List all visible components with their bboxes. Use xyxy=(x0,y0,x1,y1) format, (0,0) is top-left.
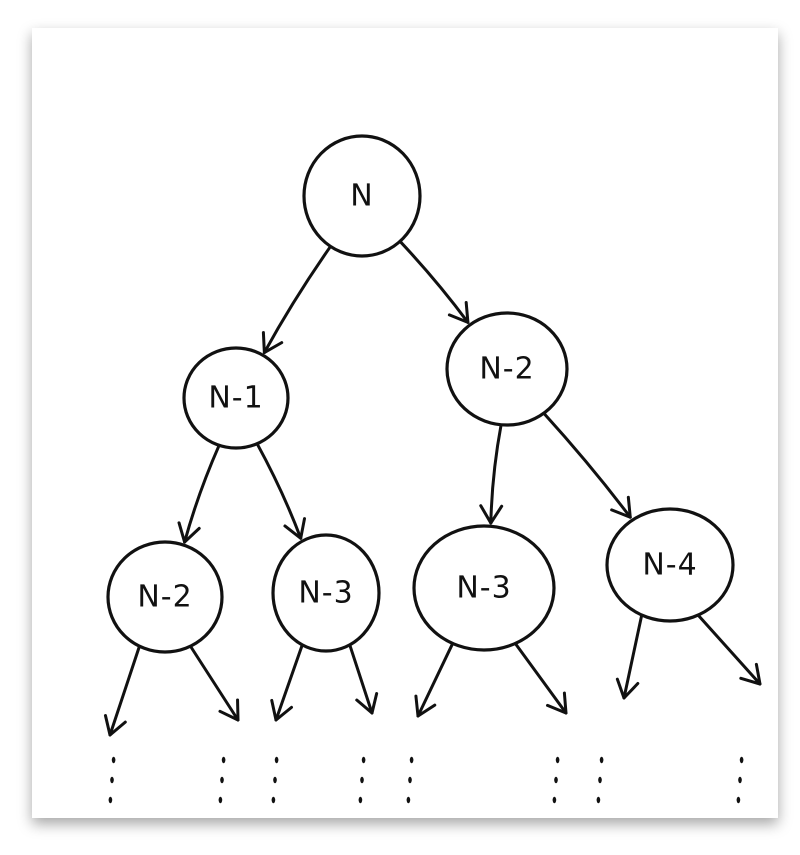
tree-node-n2: N-2 xyxy=(445,311,569,427)
tree-node-n1: N-1 xyxy=(182,346,290,450)
tree-node-n0: N xyxy=(302,134,422,258)
leaf-arrow-n3-1 xyxy=(189,645,240,722)
node-label: N-2 xyxy=(479,352,534,387)
leaf-arrow-n4-0-head xyxy=(270,698,293,722)
edge-n0-n1-head xyxy=(261,331,284,355)
edge-n1-n3-head xyxy=(177,521,201,544)
continuation-dots-n5-0 xyxy=(406,756,414,804)
leaf-arrow-n4-1 xyxy=(348,643,374,715)
edge-n0-n2 xyxy=(398,239,470,324)
node-circle xyxy=(302,134,422,258)
tree-node-n3: N-2 xyxy=(106,540,224,654)
edge-n2-n6-head xyxy=(610,495,632,519)
tree-node-n5: N-3 xyxy=(412,524,556,652)
node-label: N-2 xyxy=(137,580,192,615)
edge-n0-n1 xyxy=(262,244,333,355)
continuation-dots-n4-1 xyxy=(358,756,366,804)
leaf-arrow-n3-0-head xyxy=(103,714,127,737)
node-label: N-3 xyxy=(456,571,511,606)
continuation-dots-n4-0 xyxy=(271,756,279,804)
continuation-dots-n6-0 xyxy=(596,756,604,804)
leaf-arrow-n6-1-head xyxy=(739,662,762,686)
continuation-dots-n3-1 xyxy=(218,756,226,804)
leaf-arrow-n6-0 xyxy=(622,613,644,700)
leaf-arrow-n5-1-head xyxy=(546,691,568,715)
leaf-arrow-n5-1 xyxy=(514,642,568,715)
node-circle xyxy=(271,533,381,653)
edge-n2-n6 xyxy=(541,411,632,519)
node-label: N xyxy=(350,179,373,214)
continuation-dots-n3-0 xyxy=(108,756,116,804)
paper-sheet xyxy=(32,28,778,818)
edges-layer xyxy=(177,239,632,544)
edge-n0-n2-head xyxy=(447,300,470,324)
leaf-arrow-n3-1-head xyxy=(218,698,240,722)
continuation-dots-n6-1 xyxy=(736,756,744,804)
leaf-arrow-n5-0 xyxy=(416,642,454,718)
node-circle xyxy=(106,540,224,654)
edge-n1-n4-head xyxy=(283,517,306,540)
tree-node-n6: N-4 xyxy=(605,507,735,623)
node-circle xyxy=(182,346,290,450)
edge-n1-n3 xyxy=(183,443,221,544)
tree-node-n4: N-3 xyxy=(271,533,381,653)
edge-n1-n4 xyxy=(255,442,303,540)
edge-n2-n5 xyxy=(489,422,503,525)
edge-n2-n5-head xyxy=(479,504,504,525)
leaf-arrow-n6-1 xyxy=(696,613,762,686)
leaf-arrow-n5-0-head xyxy=(414,694,437,718)
leaf-arrow-n4-1-head xyxy=(355,692,379,715)
leaf-arrow-n6-0-head xyxy=(615,677,640,700)
node-circle xyxy=(445,311,569,427)
node-circle xyxy=(412,524,556,652)
leaf-arrow-n3-0 xyxy=(108,645,141,737)
continuation-dots-n5-1 xyxy=(552,756,560,804)
leaf-arrow-n4-0 xyxy=(274,643,304,722)
node-label: N-4 xyxy=(642,548,697,583)
node-circle xyxy=(605,507,735,623)
leaf-arrows-layer xyxy=(103,613,762,804)
node-label: N-1 xyxy=(208,381,263,416)
node-label: N-3 xyxy=(298,576,353,611)
